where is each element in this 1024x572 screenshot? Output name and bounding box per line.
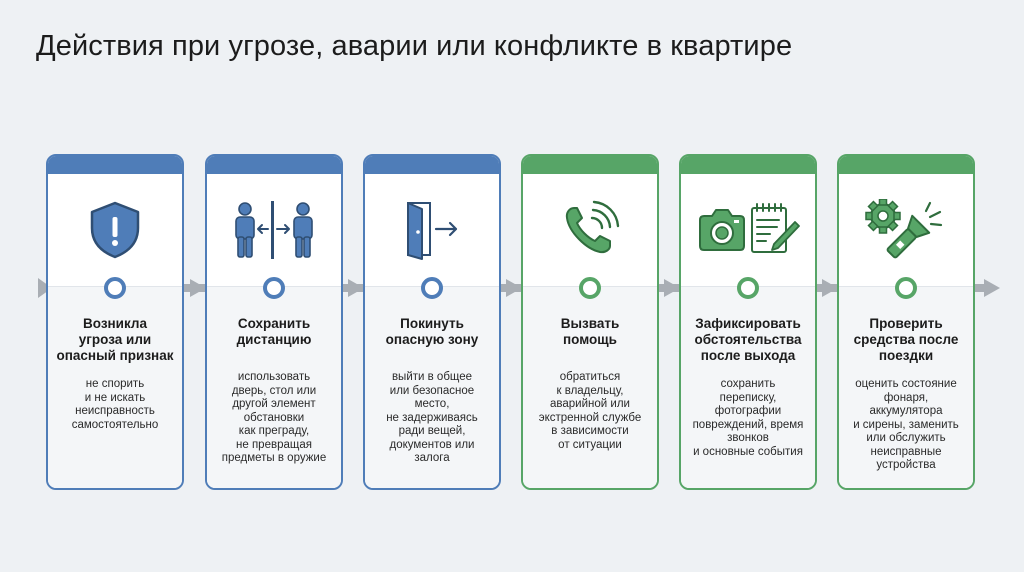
step-description: использовать дверь, стол или другой элем…	[221, 371, 327, 464]
step-heading: Вызвать помощь	[560, 316, 620, 347]
card-top-band	[48, 156, 182, 174]
step-description: сохранить переписку, фотографии поврежде…	[692, 378, 804, 458]
card-lower-panel	[48, 286, 182, 488]
card-icon-area	[48, 174, 182, 286]
card-lower-panel	[839, 286, 973, 488]
step-card-6: Проверить средства после поездки оценить…	[837, 154, 975, 490]
card-icon-area	[365, 174, 499, 286]
step-heading: Проверить средства после поездки	[853, 316, 959, 363]
step-description: выйти в общее или безопасное место, не з…	[386, 371, 478, 464]
card-icon-area	[523, 174, 657, 286]
step-heading: Покинуть опасную зону	[385, 316, 479, 347]
card-top-band	[839, 156, 973, 174]
gear-flashlight-icon	[865, 199, 943, 259]
page-title: Действия при угрозе, аварии или конфликт…	[36, 30, 793, 62]
timeline-dot-5	[737, 277, 759, 299]
step-card-3: Покинуть опасную зону выйти в общее или …	[363, 154, 501, 490]
card-lower-panel	[681, 286, 815, 488]
timeline-dot-6	[895, 277, 917, 299]
step-card-1: Возникла угроза или опасный признак не с…	[46, 154, 184, 490]
step-card-2: Сохранить дистанцию использовать дверь, …	[205, 154, 343, 490]
step-heading: Возникла угроза или опасный признак	[56, 316, 174, 363]
card-lower-panel	[365, 286, 499, 488]
camera-notes-icon	[699, 203, 800, 253]
timeline-arrow	[38, 278, 1000, 298]
card-top-band	[681, 156, 815, 174]
step-card-4: Вызвать помощь обратиться к владельцу, а…	[521, 154, 659, 490]
step-card-5: Зафиксировать обстоятельства после выход…	[679, 154, 817, 490]
step-description: не спорить и не искать неисправность сам…	[71, 378, 159, 431]
card-top-band	[523, 156, 657, 174]
step-description: оценить состояние фонаря, аккумулятора и…	[853, 378, 959, 471]
card-top-band	[207, 156, 341, 174]
phone-call-icon	[565, 200, 620, 254]
card-icon-area	[681, 174, 815, 286]
step-description: обратиться к владельцу, аварийной или эк…	[538, 371, 642, 451]
card-top-band	[365, 156, 499, 174]
step-heading: Зафиксировать обстоятельства после выход…	[694, 316, 802, 363]
people-barrier-icon	[235, 201, 313, 259]
card-icon-area	[207, 174, 341, 286]
timeline-dot-4	[579, 277, 601, 299]
card-icon-area	[839, 174, 973, 286]
timeline-dot-3	[421, 277, 443, 299]
step-heading: Сохранить дистанцию	[236, 316, 312, 347]
shield-alert-icon	[90, 201, 140, 259]
exit-door-icon	[407, 202, 458, 260]
timeline-dot-1	[104, 277, 126, 299]
timeline-dot-2	[263, 277, 285, 299]
